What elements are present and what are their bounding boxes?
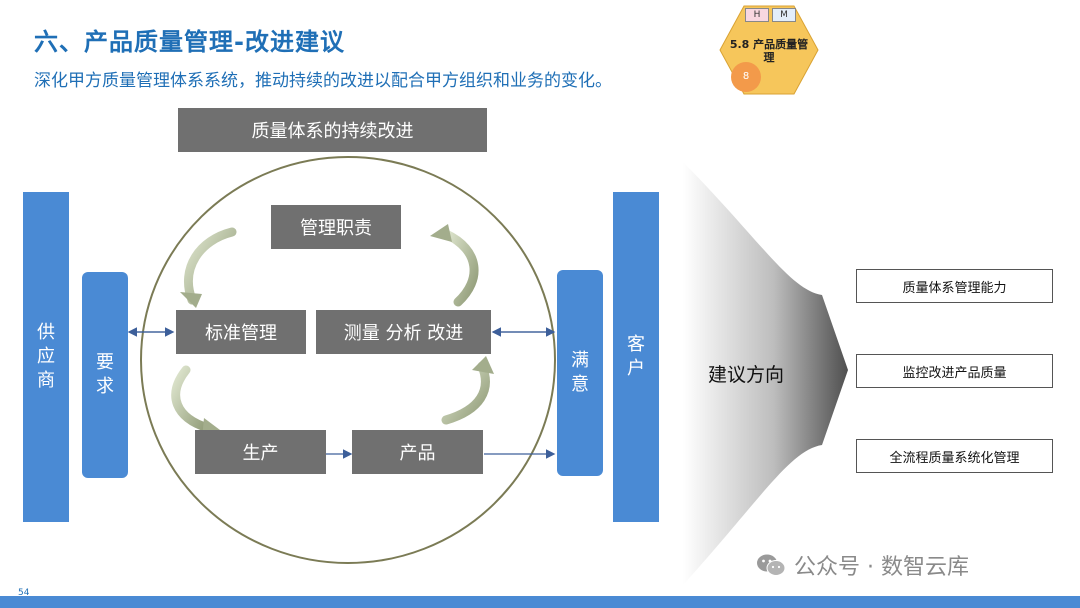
badge-tag-h: H [745,8,769,22]
bottom-bar [0,596,1080,608]
satisfaction-column: 满意 [557,270,603,476]
customer-column: 客户 [613,192,659,522]
curve-arrow-top-right [441,229,479,307]
watermark: 公众号 · 数智云库 [756,549,969,581]
direction-label: 建议方向 [708,364,785,386]
direction-item-2: 监控改进产品质量 [856,354,1053,388]
supplier-column: 供应商 [23,192,69,522]
satisfaction-label: 满意 [571,350,589,395]
curve-arrow-bottom-left [171,365,213,433]
badge-label: 5.8 产品质量管理 [729,38,809,64]
curve-arrowhead-top-right [430,224,452,242]
badge-number: 8 [731,62,761,92]
page-title: 六、产品质量管理-改进建议 [34,28,345,56]
direction-item-3: 全流程质量系统化管理 [856,439,1053,473]
curve-arrowhead-bottom-right [472,356,494,374]
product-box: 产品 [352,430,483,474]
mgmt-duty-box: 管理职责 [271,205,401,249]
supplier-label: 供应商 [37,322,55,391]
direction-funnel [683,162,848,585]
cycle-circle [140,156,556,564]
top-banner: 质量体系的持续改进 [178,108,487,152]
watermark-text: 公众号 · 数智云库 [794,555,969,580]
curve-arrow-top-left [184,227,237,305]
requirement-label: 要求 [96,352,114,397]
std-mgmt-box: 标准管理 [176,310,306,354]
customer-label: 客户 [627,334,645,379]
wechat-icon [757,554,786,576]
measure-analysis-box: 测量 分析 改进 [316,310,491,354]
page-subtitle: 深化甲方质量管理体系系统，推动持续的改进以配合甲方组织和业务的变化。 [34,71,612,91]
curve-arrowhead-top-left [180,292,202,308]
direction-item-1: 质量体系管理能力 [856,269,1053,303]
curve-arrow-bottom-right [441,361,490,425]
page-number: 54 [18,588,30,598]
badge-tag-m: M [772,8,796,22]
requirement-column: 要求 [82,272,128,478]
production-box: 生产 [195,430,326,474]
